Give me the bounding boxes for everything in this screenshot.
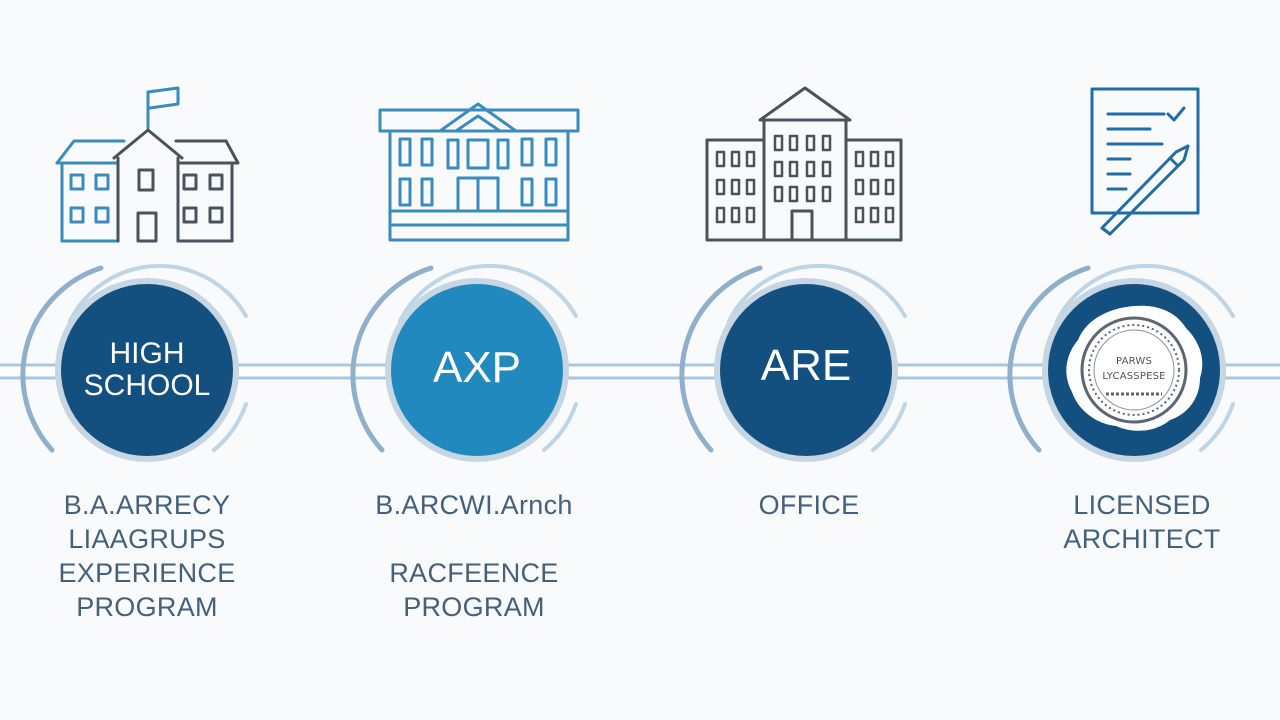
office-building-icon [705,86,903,242]
circle-label-are: ARE [760,341,852,391]
step-1-line-2: LIAAGRUPS [68,524,226,554]
seal-line-1: PARWS [1115,356,1152,367]
circle-label-high-school: HIGH SCHOOL [83,336,211,402]
university-building-icon [378,102,580,242]
circle-label-axp: AXP [432,343,522,393]
step-label-1: B.A.ARRECY LIAAGRUPS EXPERIENCE PROGRAM [17,488,277,624]
step-2-line-3: RACFEENCE [389,558,559,588]
seal-stamp-icon [1066,305,1203,431]
step-label-4: LICENSED ARCHITECT [1012,488,1272,556]
license-document-icon [1090,87,1200,236]
step-2-line-4: PROGRAM [403,592,545,622]
step-2-line-1: B.ARCWI.Arnch [375,490,573,520]
step-1-line-3: EXPERIENCE [58,558,236,588]
step-label-2: B.ARCWI.Arnch RACFEENCE PROGRAM [344,488,604,624]
school-building-icon [55,86,240,243]
progress-rings [20,263,1235,453]
step-1-line-4: PROGRAM [76,592,218,622]
step-label-3: OFFICE [679,488,939,522]
step-4-line-1: LICENSED [1073,490,1211,520]
seal-text: PARWS LYCASSPESE [1084,354,1184,384]
step-2-line-2 [344,522,604,556]
step-4-line-2: ARCHITECT [1063,524,1221,554]
step-1-line-1: B.A.ARRECY [63,490,231,520]
seal-line-2: LYCASSPESE [1102,371,1166,382]
step-3-line-1: OFFICE [758,490,860,520]
